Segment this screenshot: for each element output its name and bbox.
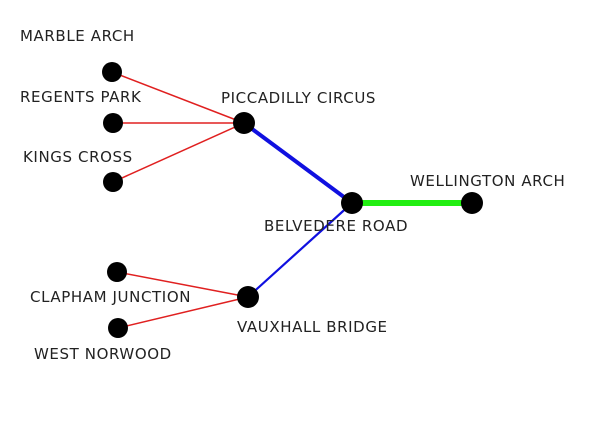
labels-layer: MARBLE ARCH REGENTS PARK KINGS CROSS PICCAD…: [20, 27, 565, 363]
node-kings-cross: [103, 172, 123, 192]
node-vauxhall-bridge: [237, 286, 259, 308]
node-marble-arch: [102, 62, 122, 82]
label-wellington-arch: WELLINGTON ARCH: [410, 172, 565, 190]
edge-piccadilly-circus-to-belvedere-road: [242, 121, 354, 205]
edge-clapham-junction-to-vauxhall-bridge: [116, 271, 249, 298]
node-wellington-arch: [461, 192, 483, 214]
edge-kings-cross-to-piccadilly-circus: [112, 122, 245, 183]
edge-marble-arch-to-piccadilly-circus: [111, 71, 245, 124]
node-belvedere-road: [341, 192, 363, 214]
label-regents-park: REGENTS PARK: [20, 88, 142, 106]
edges-layer: [111, 71, 472, 329]
node-piccadilly-circus: [233, 112, 255, 134]
node-regents-park: [103, 113, 123, 133]
node-clapham-junction: [107, 262, 127, 282]
edge-vauxhall-bridge-to-belvedere-road: [247, 202, 353, 298]
label-piccadilly-circus: PICCADILLY CIRCUS: [221, 89, 376, 107]
nodes-layer: [102, 62, 483, 338]
label-vauxhall-bridge: VAUXHALL BRIDGE: [237, 318, 388, 336]
edge-west-norwood-to-vauxhall-bridge: [117, 296, 249, 329]
label-marble-arch: MARBLE ARCH: [20, 27, 135, 45]
label-clapham-junction: CLAPHAM JUNCTION: [30, 288, 191, 306]
node-west-norwood: [108, 318, 128, 338]
label-west-norwood: WEST NORWOOD: [34, 345, 172, 363]
label-belvedere-road: BELVEDERE ROAD: [264, 217, 408, 235]
label-kings-cross: KINGS CROSS: [23, 148, 133, 166]
